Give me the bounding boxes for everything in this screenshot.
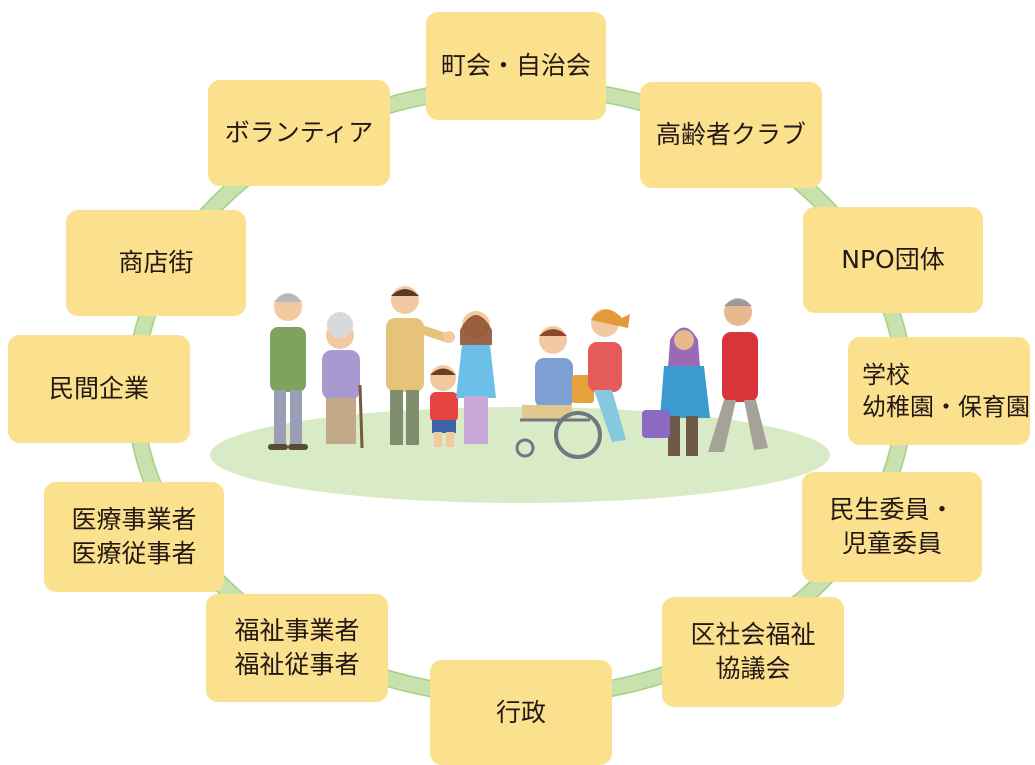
org-label-npo: NPO団体 <box>841 245 945 275</box>
boy-figure <box>430 365 458 447</box>
young-woman-figure <box>588 309 630 442</box>
org-box-shotengai: 商店街 <box>66 210 246 316</box>
org-box-iryo: 医療事業者 医療従事者 <box>44 482 224 592</box>
org-label-koreisha: 高齢者クラブ <box>655 120 806 150</box>
woman-blue-figure <box>456 311 496 444</box>
org-box-kigyo: 民間企業 <box>8 335 190 443</box>
org-label-gakko: 学校 幼稚園・保育園 <box>862 360 1030 421</box>
elderly-man-figure <box>268 293 308 450</box>
org-label-chokai: 町会・自治会 <box>440 51 591 81</box>
wheelchair-user-figure <box>515 326 602 459</box>
org-box-volunteer: ボランティア <box>208 80 390 186</box>
org-box-minsei: 民生委員・ 児童委員 <box>802 472 982 582</box>
org-label-iryo: 医療事業者 医療従事者 <box>71 505 197 568</box>
org-box-gyosei: 行政 <box>430 660 612 765</box>
org-label-fukushi: 福祉事業者 福祉従事者 <box>234 616 360 679</box>
org-box-koreisha: 高齢者クラブ <box>640 82 822 188</box>
elderly-woman-figure <box>322 312 364 449</box>
org-label-shotengai: 商店街 <box>118 248 194 278</box>
org-box-npo: NPO団体 <box>803 207 983 313</box>
org-label-kigyo: 民間企業 <box>48 374 149 404</box>
org-box-gakko: 学校 幼稚園・保育園 <box>848 337 1030 445</box>
elderly-man-red-figure <box>708 298 768 452</box>
man-waving-figure <box>386 286 455 445</box>
org-box-chokai: 町会・自治会 <box>426 12 606 120</box>
org-box-fukushi: 福祉事業者 福祉従事者 <box>206 594 388 702</box>
woman-hijab-figure <box>642 327 710 456</box>
org-label-gyosei: 行政 <box>495 697 546 727</box>
org-label-shakyo: 区社会福祉 協議会 <box>690 620 816 683</box>
org-label-minsei: 民生委員・ 児童委員 <box>829 495 955 558</box>
org-box-shakyo: 区社会福祉 協議会 <box>662 597 844 707</box>
org-label-volunteer: ボランティア <box>224 118 374 148</box>
